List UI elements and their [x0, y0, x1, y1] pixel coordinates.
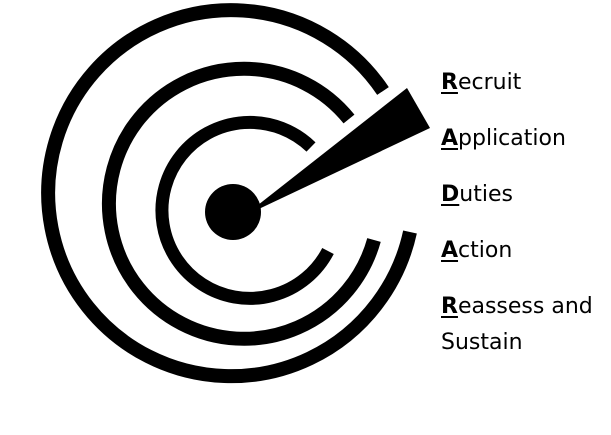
acronym-word-rest: uties	[459, 182, 513, 207]
acronym-initial: R	[441, 294, 458, 319]
acronym-word-rest: eassess and	[457, 294, 593, 319]
acronym-item-action: Action	[441, 238, 609, 264]
acronym-list: Recruit Application Duties Action Reasse…	[441, 64, 609, 356]
sweep-wedge	[244, 88, 430, 216]
acronym-word-rest: pplication	[458, 126, 566, 151]
acronym-item-application: Application	[441, 126, 609, 152]
acronym-item-recruit: Recruit	[441, 70, 609, 96]
outer-ring	[41, 3, 417, 384]
inner-ring	[155, 115, 334, 305]
acronym-word-rest: ecruit	[457, 70, 522, 95]
acronym-initial: D	[441, 182, 460, 207]
acronym-initial: A	[441, 126, 459, 151]
acronym-initial: R	[441, 70, 458, 95]
acronym-item-duties: Duties	[441, 182, 609, 208]
center-dot	[205, 184, 261, 240]
acronym-word-rest: ction	[458, 238, 513, 263]
acronym-word-rest-line2: Sustain	[441, 330, 523, 355]
acronym-initial: A	[441, 238, 459, 263]
middle-ring	[101, 61, 381, 346]
